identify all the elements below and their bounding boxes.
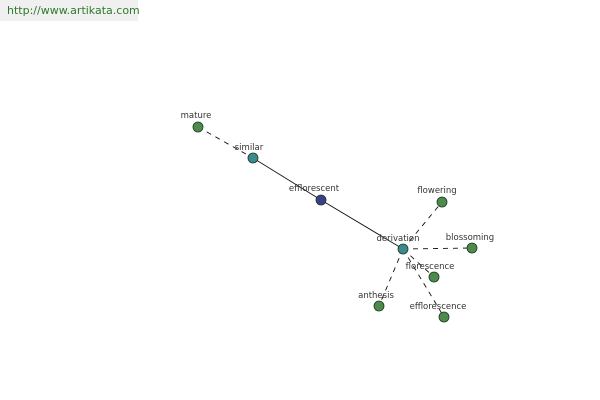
edge-similar-efflorescent <box>252 157 322 201</box>
node-label-derivation[interactable]: derivation <box>376 234 419 244</box>
edge-derivation-blossoming <box>402 247 473 250</box>
node-florescence[interactable] <box>428 271 440 283</box>
edge-derivation-anthesis <box>378 248 404 307</box>
node-blossoming[interactable] <box>466 242 478 254</box>
node-mature[interactable] <box>192 121 204 133</box>
node-label-anthesis[interactable]: anthesis <box>358 291 394 301</box>
graph-edges <box>197 126 473 318</box>
site-url[interactable]: http://www.artikata.com <box>0 0 140 21</box>
node-label-efflorescent[interactable]: efflorescent <box>289 184 340 194</box>
edge-derivation-flowering <box>402 201 443 250</box>
edge-derivation-florescence <box>402 248 435 278</box>
node-label-efflorescence[interactable]: efflorescence <box>410 302 467 312</box>
node-label-mature[interactable]: mature <box>181 111 212 121</box>
node-label-similar[interactable]: similar <box>235 143 264 153</box>
edge-derivation-efflorescence <box>402 248 445 318</box>
node-label-flowering[interactable]: flowering <box>417 186 456 196</box>
node-label-florescence[interactable]: florescence <box>406 262 455 272</box>
node-efflorescent[interactable] <box>315 194 327 206</box>
node-efflorescence[interactable] <box>438 311 450 323</box>
node-anthesis[interactable] <box>373 300 385 312</box>
node-flowering[interactable] <box>436 196 448 208</box>
graph-nodes: mature similar efflorescent derivation flowe… <box>181 111 494 323</box>
edge-mature-similar <box>197 126 254 159</box>
node-similar[interactable] <box>247 152 259 164</box>
edge-efflorescent-derivation <box>320 199 404 250</box>
node-label-blossoming[interactable]: blossoming <box>446 233 494 243</box>
node-derivation[interactable] <box>397 243 409 255</box>
